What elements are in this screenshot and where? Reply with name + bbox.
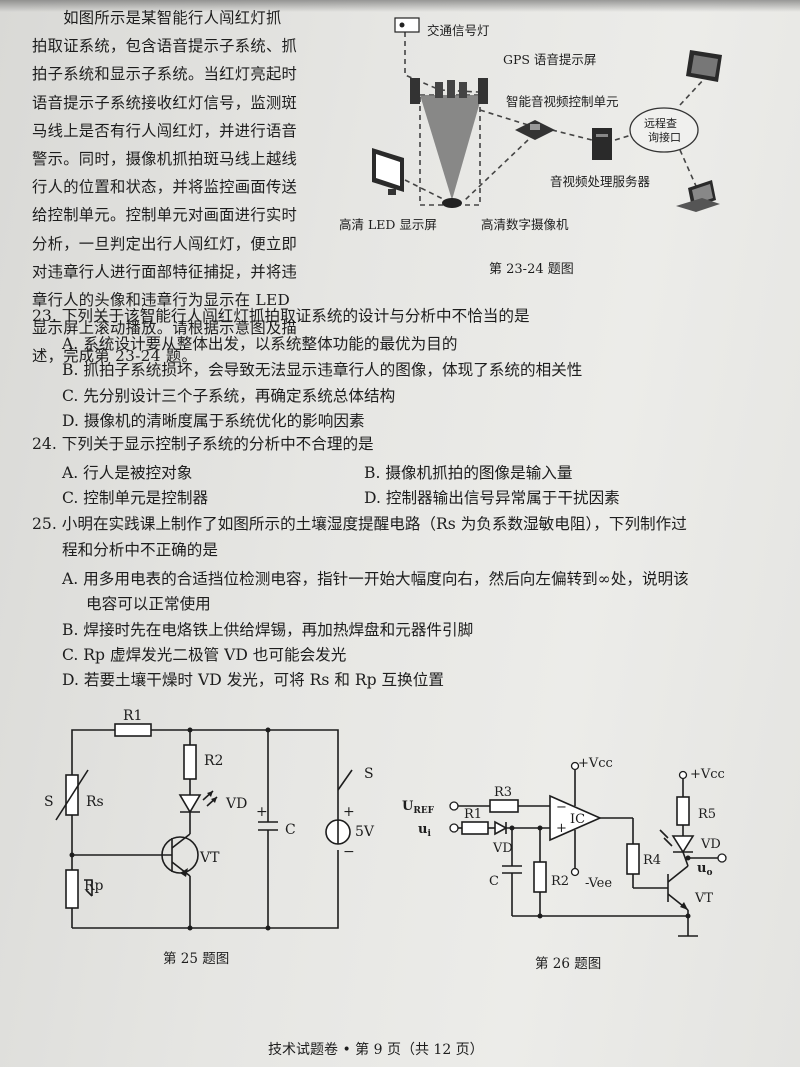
q25-option-a-cont: 电容可以正常使用 bbox=[86, 595, 211, 613]
intro-line: 拍子系统和显示子系统。当红灯亮起时 bbox=[32, 65, 298, 84]
question-25-stem-line1: 25. 小明在实践课上制作了如图所示的土壤湿度提醒电路（Rs 为负系数湿敏电阻）… bbox=[32, 515, 687, 533]
q23-option-b: B. 抓拍子系统损坏，会导致无法显示违章行人的图像，体现了系统的相关性 bbox=[62, 361, 583, 379]
c26-label-r1: R1 bbox=[464, 807, 482, 822]
q23-option-c: C. 先分别设计三个子系统，再确定系统总体结构 bbox=[62, 387, 396, 405]
question-25-stem-line2: 程和分析中不正确的是 bbox=[62, 541, 218, 559]
c25-label-vt: VT bbox=[199, 850, 220, 866]
label-traffic-light: 交通信号灯 bbox=[427, 23, 490, 38]
circuit-26-diagram: +Vcc UREF ui R3 R1 VD − + IC C R2 -Vee R… bbox=[402, 756, 727, 972]
c26-label-uref: UREF bbox=[402, 799, 435, 816]
c26-label-vcc1: +Vcc bbox=[578, 756, 613, 771]
q25-option-b: B. 焊接时先在电烙铁上供给焊锡，再加热焊盘和元器件引脚 bbox=[62, 621, 474, 639]
c25-label-s-switch: S bbox=[364, 766, 374, 782]
circuit-25-diagram: R1 R2 S Rs VD VT Rp + C S + 5V − 第 25 题图 bbox=[44, 708, 375, 967]
intro-line: 述，完成第 23-24 题。 bbox=[32, 347, 198, 366]
c26-label-vd-out: VD bbox=[700, 837, 721, 852]
c25-label-c: C bbox=[285, 822, 296, 838]
cloud-icon bbox=[629, 107, 699, 153]
c25-label-rp: Rp bbox=[84, 878, 104, 894]
led-monitor-icon bbox=[372, 148, 404, 195]
c25-label-vd: VD bbox=[225, 796, 247, 812]
intro-line: 语音提示子系统接收红灯信号，监测斑 bbox=[32, 93, 298, 112]
label-remote-2: 询接口 bbox=[648, 131, 681, 144]
camera-icon bbox=[442, 198, 462, 208]
q24-option-b: B. 摄像机抓拍的图像是输入量 bbox=[364, 464, 573, 482]
server-icon bbox=[592, 128, 612, 160]
laptop-icon bbox=[676, 180, 720, 212]
intro-line: 马线上是否有行人闯红灯，并进行语音 bbox=[32, 121, 298, 140]
label-led: 高清 LED 显示屏 bbox=[340, 217, 437, 232]
c25-label-rs: Rs bbox=[86, 794, 104, 810]
c26-label-c: C bbox=[489, 874, 499, 889]
page-top-shadow bbox=[0, 0, 800, 12]
desktop-computer-icon bbox=[686, 50, 722, 82]
c25-caption: 第 25 题图 bbox=[163, 950, 229, 967]
q23-option-d: D. 摄像机的清晰度属于系统优化的影响因素 bbox=[62, 412, 365, 430]
q24-option-d: D. 控制器输出信号异常属于干扰因素 bbox=[364, 489, 620, 507]
c26-label-plus: + bbox=[556, 821, 567, 836]
system-diagram: 交通信号灯 GPS 语音提示屏 智能音视频控制单元 远程查 询接口 音视频处理服… bbox=[340, 17, 722, 277]
question-23-stem: 23. 下列关于该智能行人闯红灯抓拍取证系统的设计与分析中不恰当的是 bbox=[32, 307, 530, 325]
c25-label-s-left: S bbox=[44, 794, 54, 810]
c26-label-ic: IC bbox=[570, 812, 585, 827]
c26-caption: 第 26 题图 bbox=[535, 955, 601, 972]
q25-option-d: D. 若要土壤干燥时 VD 发光，可将 Rs 和 Rp 互换位置 bbox=[62, 671, 444, 689]
c25-label-plus-battery: + bbox=[343, 804, 355, 820]
c26-label-minus: − bbox=[556, 800, 567, 815]
q23-option-a: A. 系统设计要从整体出发，以系统整体功能的最优为目的 bbox=[62, 335, 458, 353]
camera-view-cone bbox=[420, 95, 482, 200]
label-control-unit: 智能音视频控制单元 bbox=[506, 94, 619, 109]
c26-label-r3: R3 bbox=[494, 785, 512, 800]
c26-label-r2: R2 bbox=[551, 874, 569, 889]
page-footer: 技术试题卷 • 第 9 页（共 12 页） bbox=[268, 1042, 484, 1058]
q25-option-a: A. 用多用电表的合适挡位检测电容，指针一开始大幅度向右，然后向左偏转到∞处，说… bbox=[62, 570, 689, 588]
c25-label-plus: + bbox=[256, 804, 268, 820]
c25-label-minus: − bbox=[343, 844, 355, 860]
c25-label-r1: R1 bbox=[123, 708, 142, 724]
intro-line: 分析，一旦判定出行人闯红灯，便立即 bbox=[32, 234, 298, 253]
c26-label-r4: R4 bbox=[643, 853, 661, 868]
q24-option-c: C. 控制单元是控制器 bbox=[62, 489, 209, 507]
q25-option-c: C. Rp 虚焊发光二极管 VD 也可能会发光 bbox=[62, 646, 347, 664]
intro-paragraph: 如图所示是某智能行人闯红灯抓 拍取证系统，包含语音提示子系统、抓 拍子系统和显示… bbox=[32, 4, 340, 371]
label-remote: 远程查 bbox=[644, 116, 677, 130]
label-server: 音视频处理服务器 bbox=[550, 174, 651, 189]
intro-line: 警示。同时，摄像机抓拍斑马线上越线 bbox=[32, 150, 298, 169]
c26-label-vcc2: +Vcc bbox=[690, 767, 725, 782]
c26-label-vt: VT bbox=[694, 891, 713, 906]
question-24-stem: 24. 下列关于显示控制子系统的分析中不合理的是 bbox=[32, 435, 374, 453]
c26-label-r5: R5 bbox=[698, 807, 716, 822]
c26-label-uo: uo bbox=[697, 861, 712, 878]
c26-label-ui: ui bbox=[418, 822, 431, 839]
intro-line: 拍取证系统，包含语音提示子系统、抓 bbox=[32, 37, 298, 56]
intro-line: 章行人的头像和违章行为显示在 LED bbox=[32, 291, 291, 310]
intro-line: 给控制单元。控制单元对画面进行实时 bbox=[32, 206, 298, 225]
gps-speaker-icon bbox=[410, 78, 488, 104]
traffic-light-icon bbox=[394, 17, 420, 33]
label-gps: GPS 语音提示屏 bbox=[503, 52, 596, 67]
intro-line: 显示屏上滚动播放。请根据示意图及描 bbox=[32, 319, 298, 338]
c26-label-vee: -Vee bbox=[585, 876, 612, 891]
label-camera: 高清数字摄像机 bbox=[481, 217, 569, 232]
c25-label-5v: 5V bbox=[355, 824, 375, 840]
control-unit-icon bbox=[515, 120, 555, 140]
c26-label-vd-in: VD bbox=[492, 841, 513, 856]
intro-line: 行人的位置和状态，并将监控画面传送 bbox=[32, 178, 298, 197]
intro-line: 如图所示是某智能行人闯红灯抓 bbox=[32, 9, 282, 27]
intro-line: 对违章行人进行面部特征捕捉，并将违 bbox=[32, 262, 298, 281]
c25-label-r2: R2 bbox=[204, 753, 223, 769]
q24-option-a: A. 行人是被控对象 bbox=[62, 464, 193, 482]
figure-caption: 第 23-24 题图 bbox=[489, 262, 574, 277]
